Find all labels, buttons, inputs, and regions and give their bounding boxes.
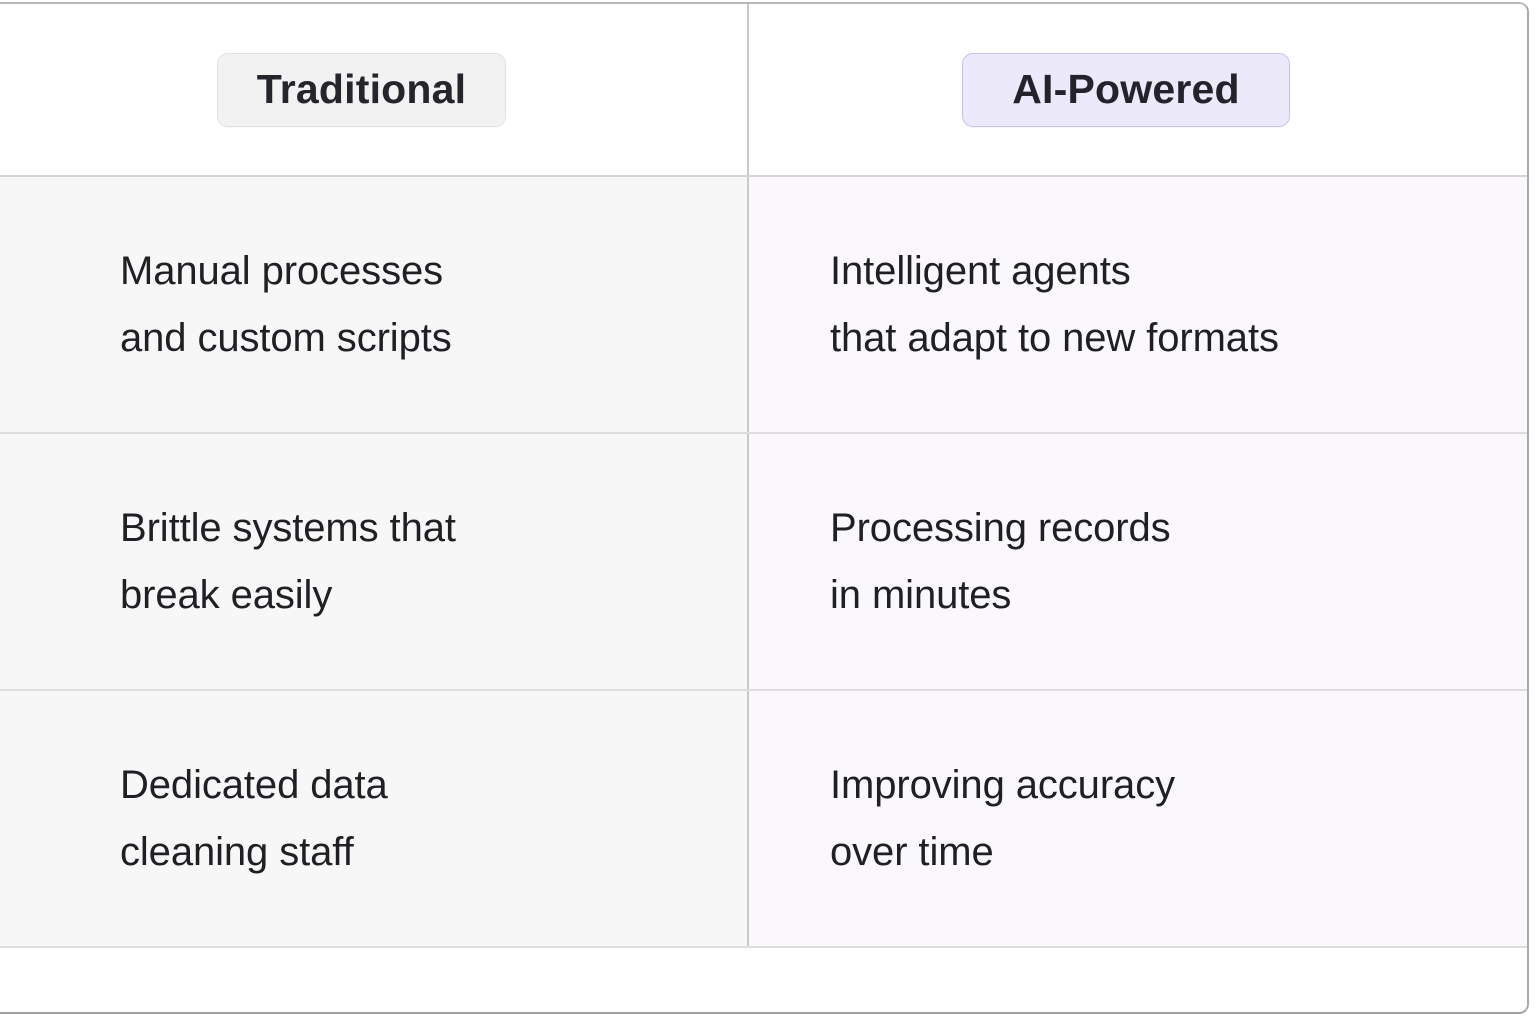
table-row: Manual processes and custom scripts Inte… — [0, 177, 1527, 434]
table-footer-row — [0, 948, 1527, 1012]
table-row: Dedicated data cleaning staff Improving … — [0, 691, 1527, 948]
badge-ai-powered[interactable]: AI-Powered — [962, 52, 1290, 127]
footer-cell-right — [749, 948, 1527, 1012]
header-cell-traditional: Traditional — [0, 4, 749, 175]
badge-traditional[interactable]: Traditional — [217, 52, 506, 127]
cell-traditional-1: Manual processes and custom scripts — [0, 177, 749, 432]
cell-ai-powered-3: Improving accuracy over time — [749, 691, 1527, 946]
cell-traditional-2: Brittle systems that break easily — [0, 434, 749, 689]
cell-ai-powered-2: Processing records in minutes — [749, 434, 1527, 689]
cell-text: Processing records in minutes — [830, 506, 1171, 617]
cell-text: Improving accuracy over time — [830, 763, 1175, 874]
cell-text: Manual processes and custom scripts — [120, 249, 452, 360]
table-header-row: Traditional AI-Powered — [0, 4, 1527, 177]
cell-text: Dedicated data cleaning staff — [120, 763, 388, 874]
table-grid: Traditional AI-Powered Manual processes … — [0, 4, 1527, 1012]
cell-text: Brittle systems that break easily — [120, 506, 456, 617]
table-row: Brittle systems that break easily Proces… — [0, 434, 1527, 691]
cell-text: Intelligent agents that adapt to new for… — [830, 249, 1279, 360]
cell-traditional-3: Dedicated data cleaning staff — [0, 691, 749, 946]
header-cell-ai-powered: AI-Powered — [749, 4, 1527, 175]
cell-ai-powered-1: Intelligent agents that adapt to new for… — [749, 177, 1527, 432]
footer-cell-left — [0, 948, 749, 1012]
